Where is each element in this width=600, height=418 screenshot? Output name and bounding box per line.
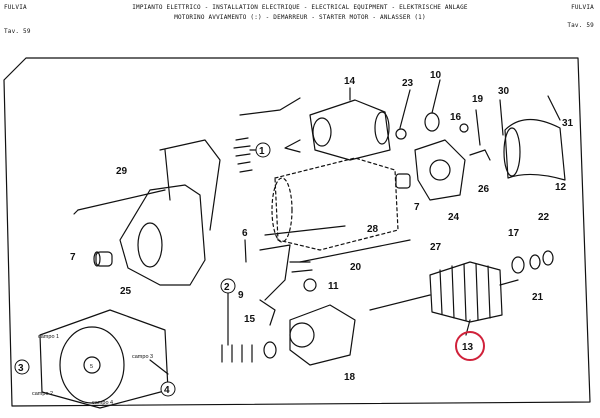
label-17: 17: [508, 228, 520, 239]
pin-6: [244, 239, 247, 263]
label-7a: 7: [70, 252, 76, 263]
label-18: 18: [344, 372, 356, 383]
pinion-18: [289, 304, 356, 366]
label-7b: 7: [414, 202, 420, 213]
brand-label-right: FULVIA: [571, 4, 594, 11]
washer-22: [542, 250, 554, 266]
brand-label-left: FULVIA: [4, 4, 27, 11]
bushing-7-right: [395, 173, 411, 189]
label-30: 30: [498, 86, 510, 97]
solenoid-14: [309, 99, 391, 161]
label-27: 27: [430, 242, 442, 253]
cover-band-12: [504, 118, 566, 181]
drive-end-housing-25: [119, 184, 206, 286]
label-31: 31: [562, 118, 574, 129]
pin-31: [547, 95, 561, 121]
label-28: 28: [367, 224, 379, 235]
label-13: 13: [462, 342, 474, 353]
washer-10: [424, 112, 440, 132]
label-15: 15: [244, 314, 256, 325]
label-2: 2: [224, 282, 230, 293]
label-1: 1: [259, 146, 265, 157]
label-5-small: 5: [90, 364, 93, 370]
shim-stack-2: [221, 344, 253, 363]
label-campo-3: campo 3: [132, 354, 153, 360]
rod-28: [264, 225, 346, 236]
label-4a: 4: [164, 385, 170, 396]
highlight-circle-13: [455, 331, 485, 361]
yoke-dashed: [274, 157, 399, 251]
label-24: 24: [448, 212, 460, 223]
bolt-20b: [291, 269, 313, 273]
armature-13: [369, 294, 431, 311]
through-bolt-29: [77, 189, 166, 211]
label-11: 11: [328, 281, 339, 292]
label-10: 10: [430, 70, 442, 81]
label-21: 21: [532, 292, 544, 303]
label-23: 23: [402, 78, 414, 89]
label-campo-4: campo 4: [92, 400, 113, 406]
label-19: 19: [472, 94, 484, 105]
brush-plate-24: [414, 139, 466, 201]
label-6: 6: [242, 228, 248, 239]
label-3a: 3: [18, 363, 24, 374]
washer-21: [529, 254, 541, 270]
frame-border: [3, 57, 591, 407]
label-9: 9: [238, 290, 244, 301]
spring-1: [233, 137, 253, 173]
screw-30: [499, 99, 504, 136]
section-title: IMPIANTO ELETTRICO - INSTALLATION ELECTR…: [132, 4, 468, 11]
label-29: 29: [116, 166, 128, 177]
label-12: 12: [555, 182, 567, 193]
spring-19: [475, 109, 481, 146]
washer-11: [303, 278, 317, 292]
fork-15: [259, 299, 276, 326]
washer-17: [511, 256, 525, 274]
label-16: 16: [450, 112, 462, 123]
rod-27: [299, 239, 411, 263]
label-20: 20: [350, 262, 362, 273]
label-campo-2: campo 2: [32, 391, 53, 397]
label-campo-1: campo 1: [38, 334, 59, 340]
label-14: 14: [344, 76, 356, 87]
bushing-7-left: [95, 251, 113, 267]
label-26: 26: [478, 184, 490, 195]
plate-number-right: Tav. 59: [567, 22, 594, 29]
label-22: 22: [538, 212, 550, 223]
label-25: 25: [120, 286, 132, 297]
lever-9: [259, 244, 291, 301]
nut-23: [395, 128, 407, 140]
washer-16: [459, 123, 469, 133]
plate-number-left: Tav. 59: [4, 28, 31, 35]
brush-26: [469, 149, 491, 161]
section-subtitle: MOTORINO AVVIAMENTO (:) - DEMARREUR - ST…: [174, 14, 426, 21]
